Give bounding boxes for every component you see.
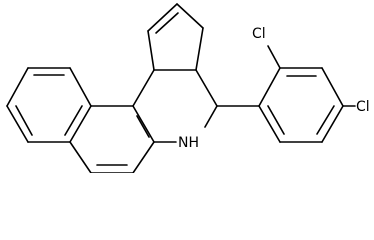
structure-canvas: Cl Cl NH <box>6 3 370 173</box>
bond-cp-double <box>155 12 179 34</box>
bond-ph-1 <box>258 67 281 107</box>
bond-ph-3 <box>321 67 344 107</box>
bond-rr-5 <box>69 141 92 173</box>
nh-label: NH <box>178 135 199 151</box>
bond-lr-inner-b <box>64 105 83 136</box>
bond-lr-3 <box>69 105 92 143</box>
molecule-drawing: Cl Cl NH <box>6 3 370 173</box>
cyclopentene-ring <box>147 3 204 71</box>
bond-cl-top <box>267 45 281 69</box>
bond-lr-6 <box>6 67 29 107</box>
dichlorophenyl-ring <box>216 45 356 143</box>
chlorine-top-label: Cl <box>252 26 266 42</box>
bond-rr-2 <box>132 105 155 143</box>
bond-cp-2 <box>147 3 178 32</box>
chlorine-right-label: Cl <box>356 99 370 115</box>
bond-cp-1 <box>147 30 155 71</box>
bond-lr-2 <box>69 67 92 107</box>
bond-lr-inner-c <box>15 105 33 136</box>
bond-ph-inner-b <box>316 105 335 135</box>
bond-ph-6 <box>258 105 281 143</box>
naphthalene-right-ring <box>69 105 155 173</box>
bond-nr-4 <box>204 105 218 128</box>
bond-ph-inner-c <box>267 105 285 135</box>
bond-lr-5 <box>6 105 29 143</box>
bond-cp-3 <box>176 3 204 29</box>
bond-rr-inner-a <box>136 115 150 138</box>
bond-rr-3 <box>132 141 155 173</box>
bond-ph-4 <box>321 105 344 143</box>
naphthalene-left-ring <box>6 67 92 143</box>
bond-nr-1 <box>132 69 155 107</box>
bond-cp-4 <box>195 27 204 71</box>
bond-nr-3 <box>195 69 218 107</box>
nitrogen-ring <box>132 69 218 143</box>
